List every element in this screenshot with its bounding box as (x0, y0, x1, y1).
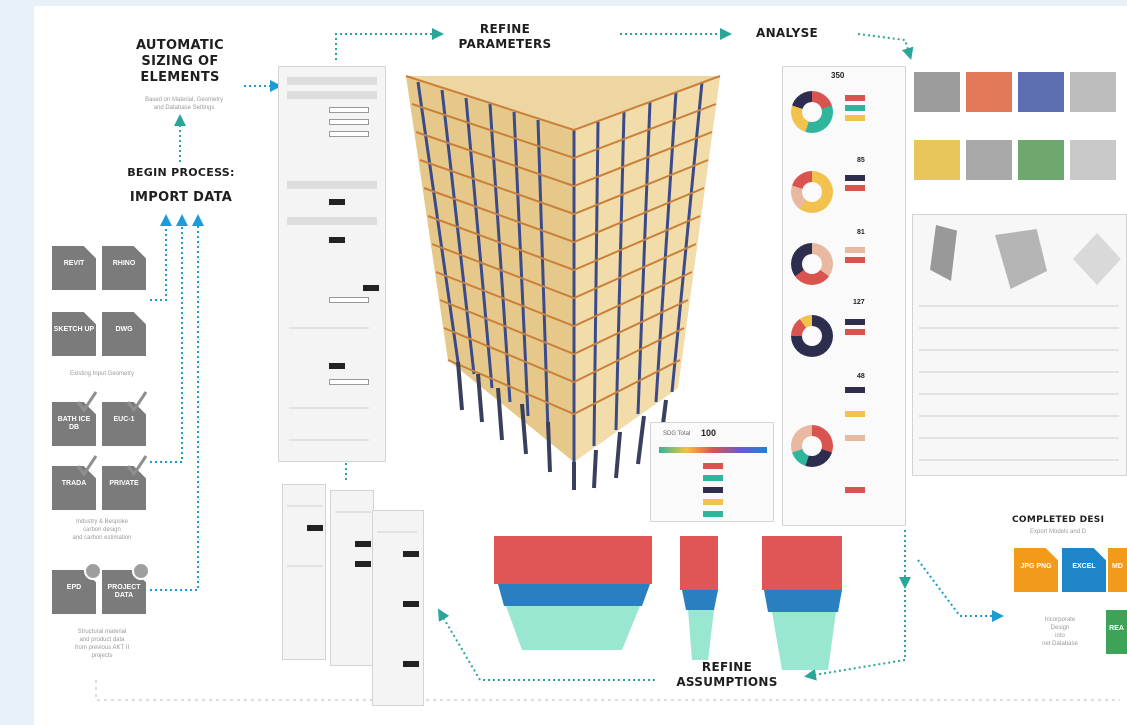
assumption-panel-3 (372, 510, 424, 706)
arrow-to-export-icon (917, 559, 1004, 622)
results-table (912, 214, 1127, 476)
donut-chart-1 (791, 91, 833, 133)
md-export-icon: MD (1108, 548, 1127, 592)
analysis-panel: 350 85 81 127 48 (782, 66, 906, 526)
assumption-models (494, 536, 842, 670)
sketchup-document-icon: SKETCH UP (52, 312, 96, 356)
building-3d-model (405, 75, 721, 490)
sdg-label: SDG Total (663, 431, 691, 437)
bottom-dashed-feedback (95, 680, 1120, 701)
auto-sizing-heading: AUTOMATIC SIZING OF ELEMENTS (135, 38, 225, 85)
revit-export-icon: REA (1106, 610, 1127, 654)
completed-design-subtitle: Export Models and D (1030, 529, 1087, 535)
donut-chart-5 (791, 425, 833, 467)
clock-icon (84, 562, 102, 580)
results-tiles (912, 68, 1127, 198)
arrow-to-refine-parameters-icon (335, 28, 444, 60)
trada-document-icon: TRADA (52, 466, 96, 510)
project-caption: Structural material and product data fro… (74, 629, 130, 659)
tick-icon (76, 391, 148, 477)
auto-sizing-subtitle: Based on Material, Geometry and Database… (144, 97, 224, 111)
arrow-to-refine-assumptions-icon (804, 590, 906, 681)
completed-design-heading: COMPLETED DESI (1012, 515, 1105, 525)
bath-ice-document-icon: BATH ICE DB (52, 402, 96, 446)
score-4: 127 (853, 299, 865, 306)
rhino-document-icon: RHINO (102, 246, 146, 290)
revit-document-icon: REVIT (52, 246, 96, 290)
arrow-geometry-up-icon (150, 214, 172, 301)
begin-process-heading: BEGIN PROCESS: (127, 166, 235, 179)
export-caption: Incorporate Design into net Database (1042, 617, 1078, 647)
refine-assumptions-heading: REFINE ASSUMPTIONS (676, 660, 778, 689)
standards-caption: Industry & Bespoke carbon design and car… (72, 519, 132, 541)
score-2: 85 (857, 157, 865, 164)
sdg-summary-card: SDG Total 100 (650, 422, 774, 522)
assumption-panel-2 (330, 490, 374, 666)
donut-chart-2 (791, 171, 833, 213)
dwg-document-icon: DWG (102, 312, 146, 356)
euc-document-icon: EUC-1 (102, 402, 146, 446)
assumption-panel-1 (282, 484, 326, 660)
arrow-project-up-icon (150, 214, 204, 591)
blue-dotted-arrows (150, 80, 1004, 622)
score-5: 48 (857, 373, 865, 380)
arrow-to-refine-panels-icon (437, 608, 655, 681)
score-3: 81 (857, 229, 865, 236)
refine-parameters-heading: REFINE PARAMETERS (458, 22, 552, 51)
score-1: 350 (831, 71, 845, 80)
arrow-from-analyse-icon (857, 33, 914, 60)
donut-chart-3 (791, 243, 833, 285)
donut-chart-4 (791, 315, 833, 357)
import-data-heading: IMPORT DATA (129, 190, 233, 205)
clock-icon (132, 562, 150, 580)
parameter-panel (278, 66, 386, 462)
private-document-icon: PRIVATE (102, 466, 146, 510)
analyse-heading: ANALYSE (755, 26, 819, 40)
jpg-png-export-icon: JPG PNG (1014, 548, 1058, 592)
geometry-caption: Existing Input Geometry (69, 371, 135, 377)
excel-export-icon: EXCEL (1062, 548, 1106, 592)
arrow-standards-up-icon (150, 214, 188, 463)
sdg-value: 100 (701, 428, 717, 438)
